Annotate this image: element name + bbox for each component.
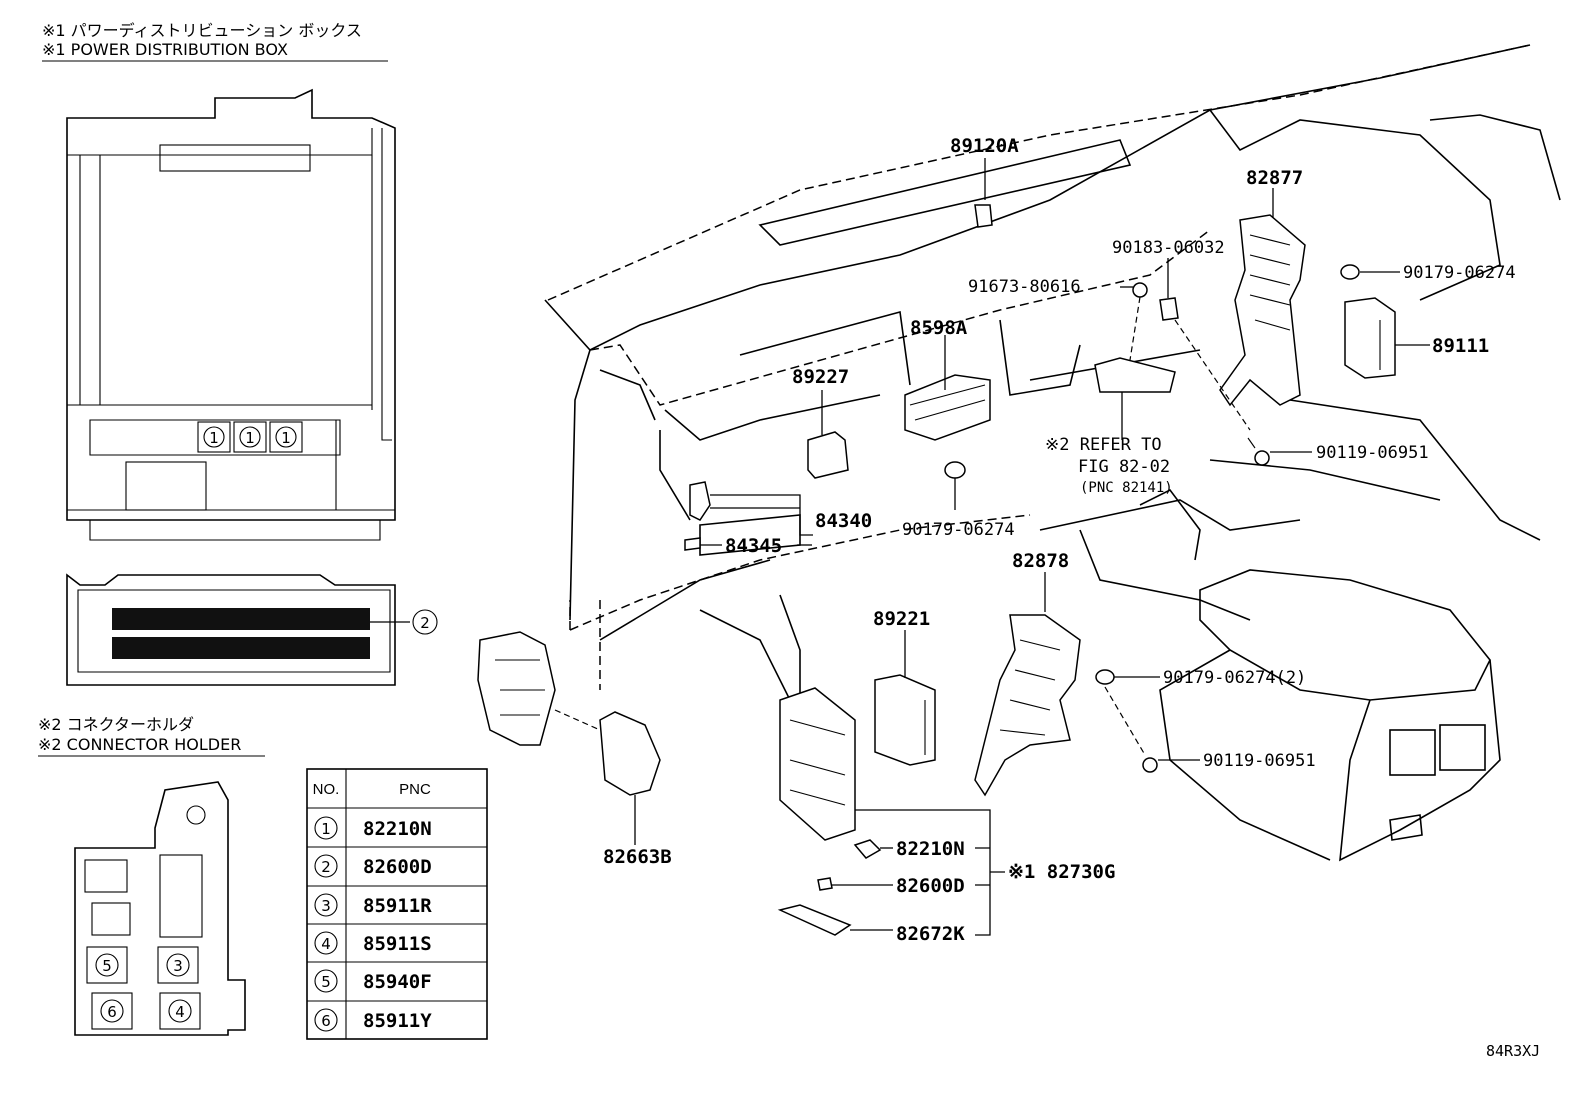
box-marker-1a: 1 (209, 429, 219, 447)
note2-jp-label: ※2 コネクターホルダ (38, 715, 194, 734)
callout-84345: 84345 (725, 535, 782, 557)
callout-82730G: ※1 82730G (1008, 861, 1115, 883)
leader-lines (554, 158, 1430, 936)
part-bolt-90119-bot (1142, 757, 1158, 773)
holder-marker-6: 6 (107, 1003, 117, 1021)
note1-en-label: ※1 POWER DISTRIBUTION BOX (42, 40, 288, 59)
callout-82663B: 82663B (603, 846, 672, 868)
callout-90119-06951-bot: 90119-06951 (1203, 751, 1316, 771)
part-bolt-90119-top (1247, 437, 1270, 466)
callout-82600D: 82600D (896, 875, 965, 897)
part-clip-84345 (684, 537, 701, 551)
connector-marker-2: 2 (420, 614, 430, 632)
callout-90179-06274-2: 90179-06274(2) (1163, 668, 1306, 688)
terminal-grid (112, 608, 370, 659)
part-89111 (1344, 297, 1396, 379)
callout-refer-line1: ※2 REFER TO (1045, 435, 1162, 455)
note2-en-label: ※2 CONNECTOR HOLDER (38, 735, 241, 754)
part-connector-holder-installed (477, 631, 556, 746)
callout-84340: 84340 (815, 510, 872, 532)
part-84340 (689, 481, 711, 521)
part-clip-90179-2 (1095, 669, 1115, 685)
callout-90179-06274-mid: 90179-06274 (902, 520, 1015, 540)
box-marker-1b: 1 (245, 429, 255, 447)
callout-82210N: 82210N (896, 838, 965, 860)
part-89221 (874, 674, 936, 766)
svg-text:85940F: 85940F (363, 971, 432, 993)
holder-markers: 5 3 6 4 (86, 946, 201, 1030)
holder-marker-5: 5 (102, 957, 112, 975)
callout-82877: 82877 (1246, 167, 1303, 189)
part-89227 (807, 431, 849, 479)
power-distribution-box-drawing: 1 1 1 (66, 88, 396, 541)
svg-text:2: 2 (321, 858, 331, 876)
callout-91673-80616: 91673-80616 (968, 277, 1081, 297)
table-row: 4 85911S (314, 931, 432, 955)
table-row: 1 82210N (314, 816, 432, 840)
table-header-pnc: PNC (399, 781, 431, 798)
svg-text:82210N: 82210N (363, 818, 432, 840)
power-distribution-box-header: ※1 パワーディストリビューション ボックス ※1 POWER DISTRIBU… (42, 21, 388, 62)
callouts: 89120A 82877 90183-06032 91673-80616 901… (603, 135, 1516, 945)
callout-82672K: 82672K (896, 923, 965, 945)
callout-82878: 82878 (1012, 550, 1069, 572)
part-8598A (904, 374, 991, 441)
power-distribution-box-bottom-view: 2 (66, 573, 438, 686)
callout-90183-06032: 90183-06032 (1112, 238, 1225, 258)
holder-marker-3: 3 (173, 957, 183, 975)
callout-89221: 89221 (873, 608, 930, 630)
box-fuse-markers: 1 1 1 (197, 421, 303, 453)
svg-text:4: 4 (321, 935, 331, 953)
callout-89111: 89111 (1432, 335, 1489, 357)
connector-holder-header: ※2 コネクターホルダ ※2 CONNECTOR HOLDER (38, 715, 265, 757)
callout-90179-06274-top: 90179-06274 (1403, 263, 1516, 283)
svg-text:85911Y: 85911Y (363, 1010, 432, 1032)
part-82600D (817, 877, 833, 891)
part-clip-top-90179 (1340, 264, 1360, 280)
part-82663B (599, 711, 661, 796)
callout-refer-line2: FIG 82-02 (1078, 457, 1170, 477)
holder-marker-4: 4 (175, 1003, 185, 1021)
part-82878 (974, 614, 1081, 797)
callout-refer-line3: (PNC 82141) (1080, 480, 1173, 496)
part-82730G (779, 687, 856, 841)
figure-code: 84R3XJ (1486, 1042, 1540, 1060)
connector-holder-drawing: 5 3 6 4 (74, 781, 246, 1036)
part-82210N (853, 839, 882, 859)
svg-text:85911R: 85911R (363, 895, 432, 917)
table-row: 3 85911R (314, 893, 432, 917)
svg-text:5: 5 (321, 973, 331, 991)
pnc-table: NO. PNC 1 82210N 2 82600D 3 85911R 4 859… (306, 768, 488, 1040)
svg-text:3: 3 (321, 897, 331, 915)
callout-8598A: 8598A (910, 317, 968, 339)
part-82672K (777, 904, 852, 936)
part-90183 (1159, 297, 1179, 321)
part-82141-holder (1094, 357, 1176, 393)
svg-text:1: 1 (321, 820, 331, 838)
callout-89120A: 89120A (950, 135, 1019, 157)
svg-text:82600D: 82600D (363, 856, 432, 878)
table-header-no: NO. (313, 781, 340, 798)
part-bolt-91673 (1132, 282, 1148, 298)
svg-text:6: 6 (321, 1012, 331, 1030)
table-row: 2 82600D (314, 854, 432, 878)
part-clip-mid-90179 (944, 461, 966, 479)
part-82877 (1219, 214, 1306, 407)
table-row: 6 85911Y (314, 1008, 432, 1032)
callout-90119-06951-top: 90119-06951 (1316, 443, 1429, 463)
table-row: 5 85940F (314, 969, 432, 993)
box-marker-1c: 1 (281, 429, 291, 447)
note1-jp-label: ※1 パワーディストリビューション ボックス (42, 21, 362, 40)
svg-text:85911S: 85911S (363, 933, 432, 955)
part-89120A (974, 204, 993, 228)
callout-89227: 89227 (792, 366, 849, 388)
